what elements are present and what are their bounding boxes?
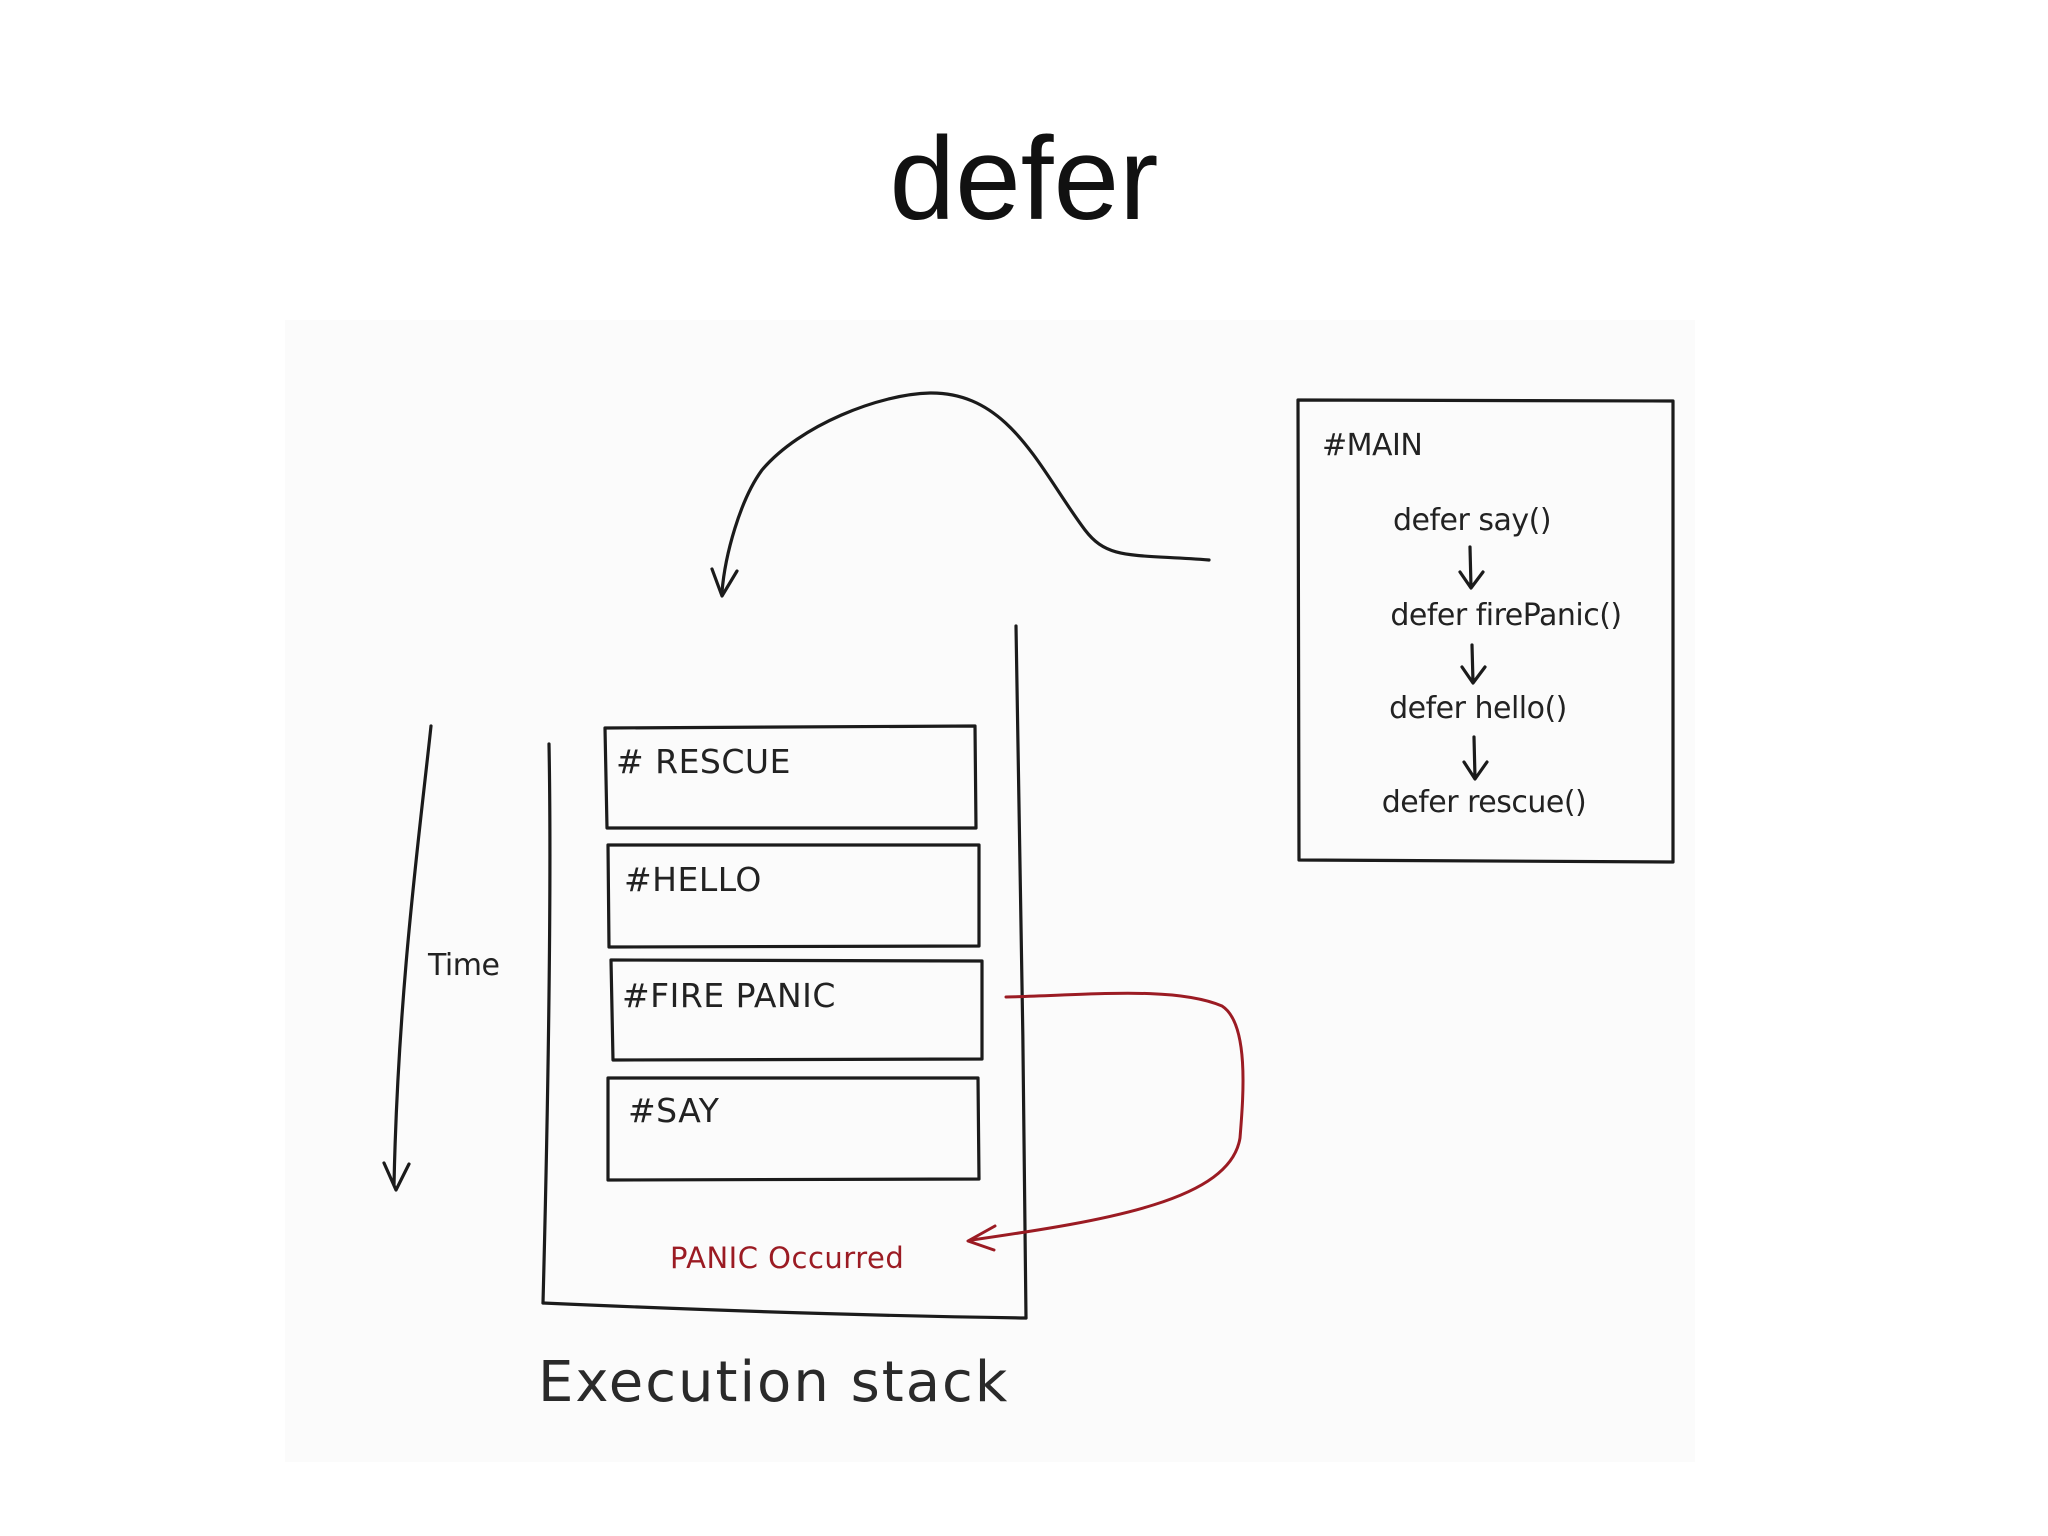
- panic-label: PANIC Occurred: [670, 1241, 904, 1275]
- main-heading: #MAIN: [1322, 428, 1422, 463]
- stack-frame-label: #FIRE PANIC: [622, 976, 836, 1015]
- time-arrow-head: [382, 1161, 411, 1192]
- stack-frame-label: # RESCUE: [616, 742, 791, 781]
- stack-frame-hello: #HELLO: [606, 843, 981, 949]
- main-flow-arrow-3: [1462, 735, 1489, 781]
- main-flow-arrow-2: [1460, 643, 1487, 685]
- main-call-rescue: defer rescue(): [1382, 785, 1587, 820]
- slide-title: defer: [889, 113, 1159, 245]
- main-call-hello: defer hello(): [1389, 691, 1567, 726]
- panic-arrow-head: [966, 1224, 997, 1252]
- stack-caption: Execution stack: [538, 1350, 1009, 1415]
- time-label: Time: [427, 948, 499, 983]
- push-arrow-head: [710, 567, 739, 598]
- time-arrow-line: [392, 724, 433, 1187]
- main-call-say: defer say(): [1393, 503, 1551, 538]
- diagram-background: [285, 320, 1695, 1462]
- stack-left-wall: [541, 742, 552, 1305]
- panic-arrow-curve: [970, 991, 1245, 1242]
- main-box: [1296, 398, 1675, 864]
- stack-frame-label: #SAY: [628, 1091, 720, 1130]
- stack-frame-label: #HELLO: [624, 860, 762, 899]
- stack-frame-say: #SAY: [606, 1076, 981, 1182]
- stack-frame-rescue: # RESCUE: [603, 724, 978, 830]
- push-arrow-curve: [720, 391, 1211, 594]
- stack-bottom: [541, 1301, 1028, 1320]
- main-call-fire-panic: defer firePanic(): [1390, 598, 1621, 633]
- stack-right-wall: [1014, 624, 1028, 1320]
- stack-frame-fire-panic: #FIRE PANIC: [609, 958, 984, 1062]
- main-flow-arrow-1: [1458, 545, 1485, 590]
